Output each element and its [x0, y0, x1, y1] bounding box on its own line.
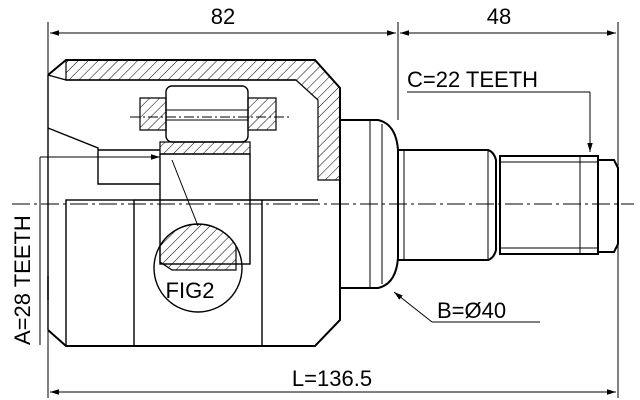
tripod-assembly — [130, 85, 290, 265]
fig2-label: FIG2 — [166, 278, 215, 303]
dimension-82-label: 82 — [211, 4, 235, 29]
output-shaft — [398, 149, 619, 261]
overall-length-label: L=136.5 — [292, 366, 372, 391]
dimension-48-label: 48 — [487, 4, 511, 29]
leader-b — [393, 291, 540, 323]
shaft-flange — [340, 119, 399, 289]
fig2-detail — [153, 159, 243, 313]
spline-a-label: A=28 TEETH — [10, 215, 35, 345]
spline-c-label: C=22 TEETH — [407, 67, 538, 92]
leader-c — [407, 91, 593, 152]
leader-a — [39, 154, 160, 345]
diameter-b-label: B=Ø40 — [437, 298, 506, 323]
joint-housing — [47, 59, 341, 347]
